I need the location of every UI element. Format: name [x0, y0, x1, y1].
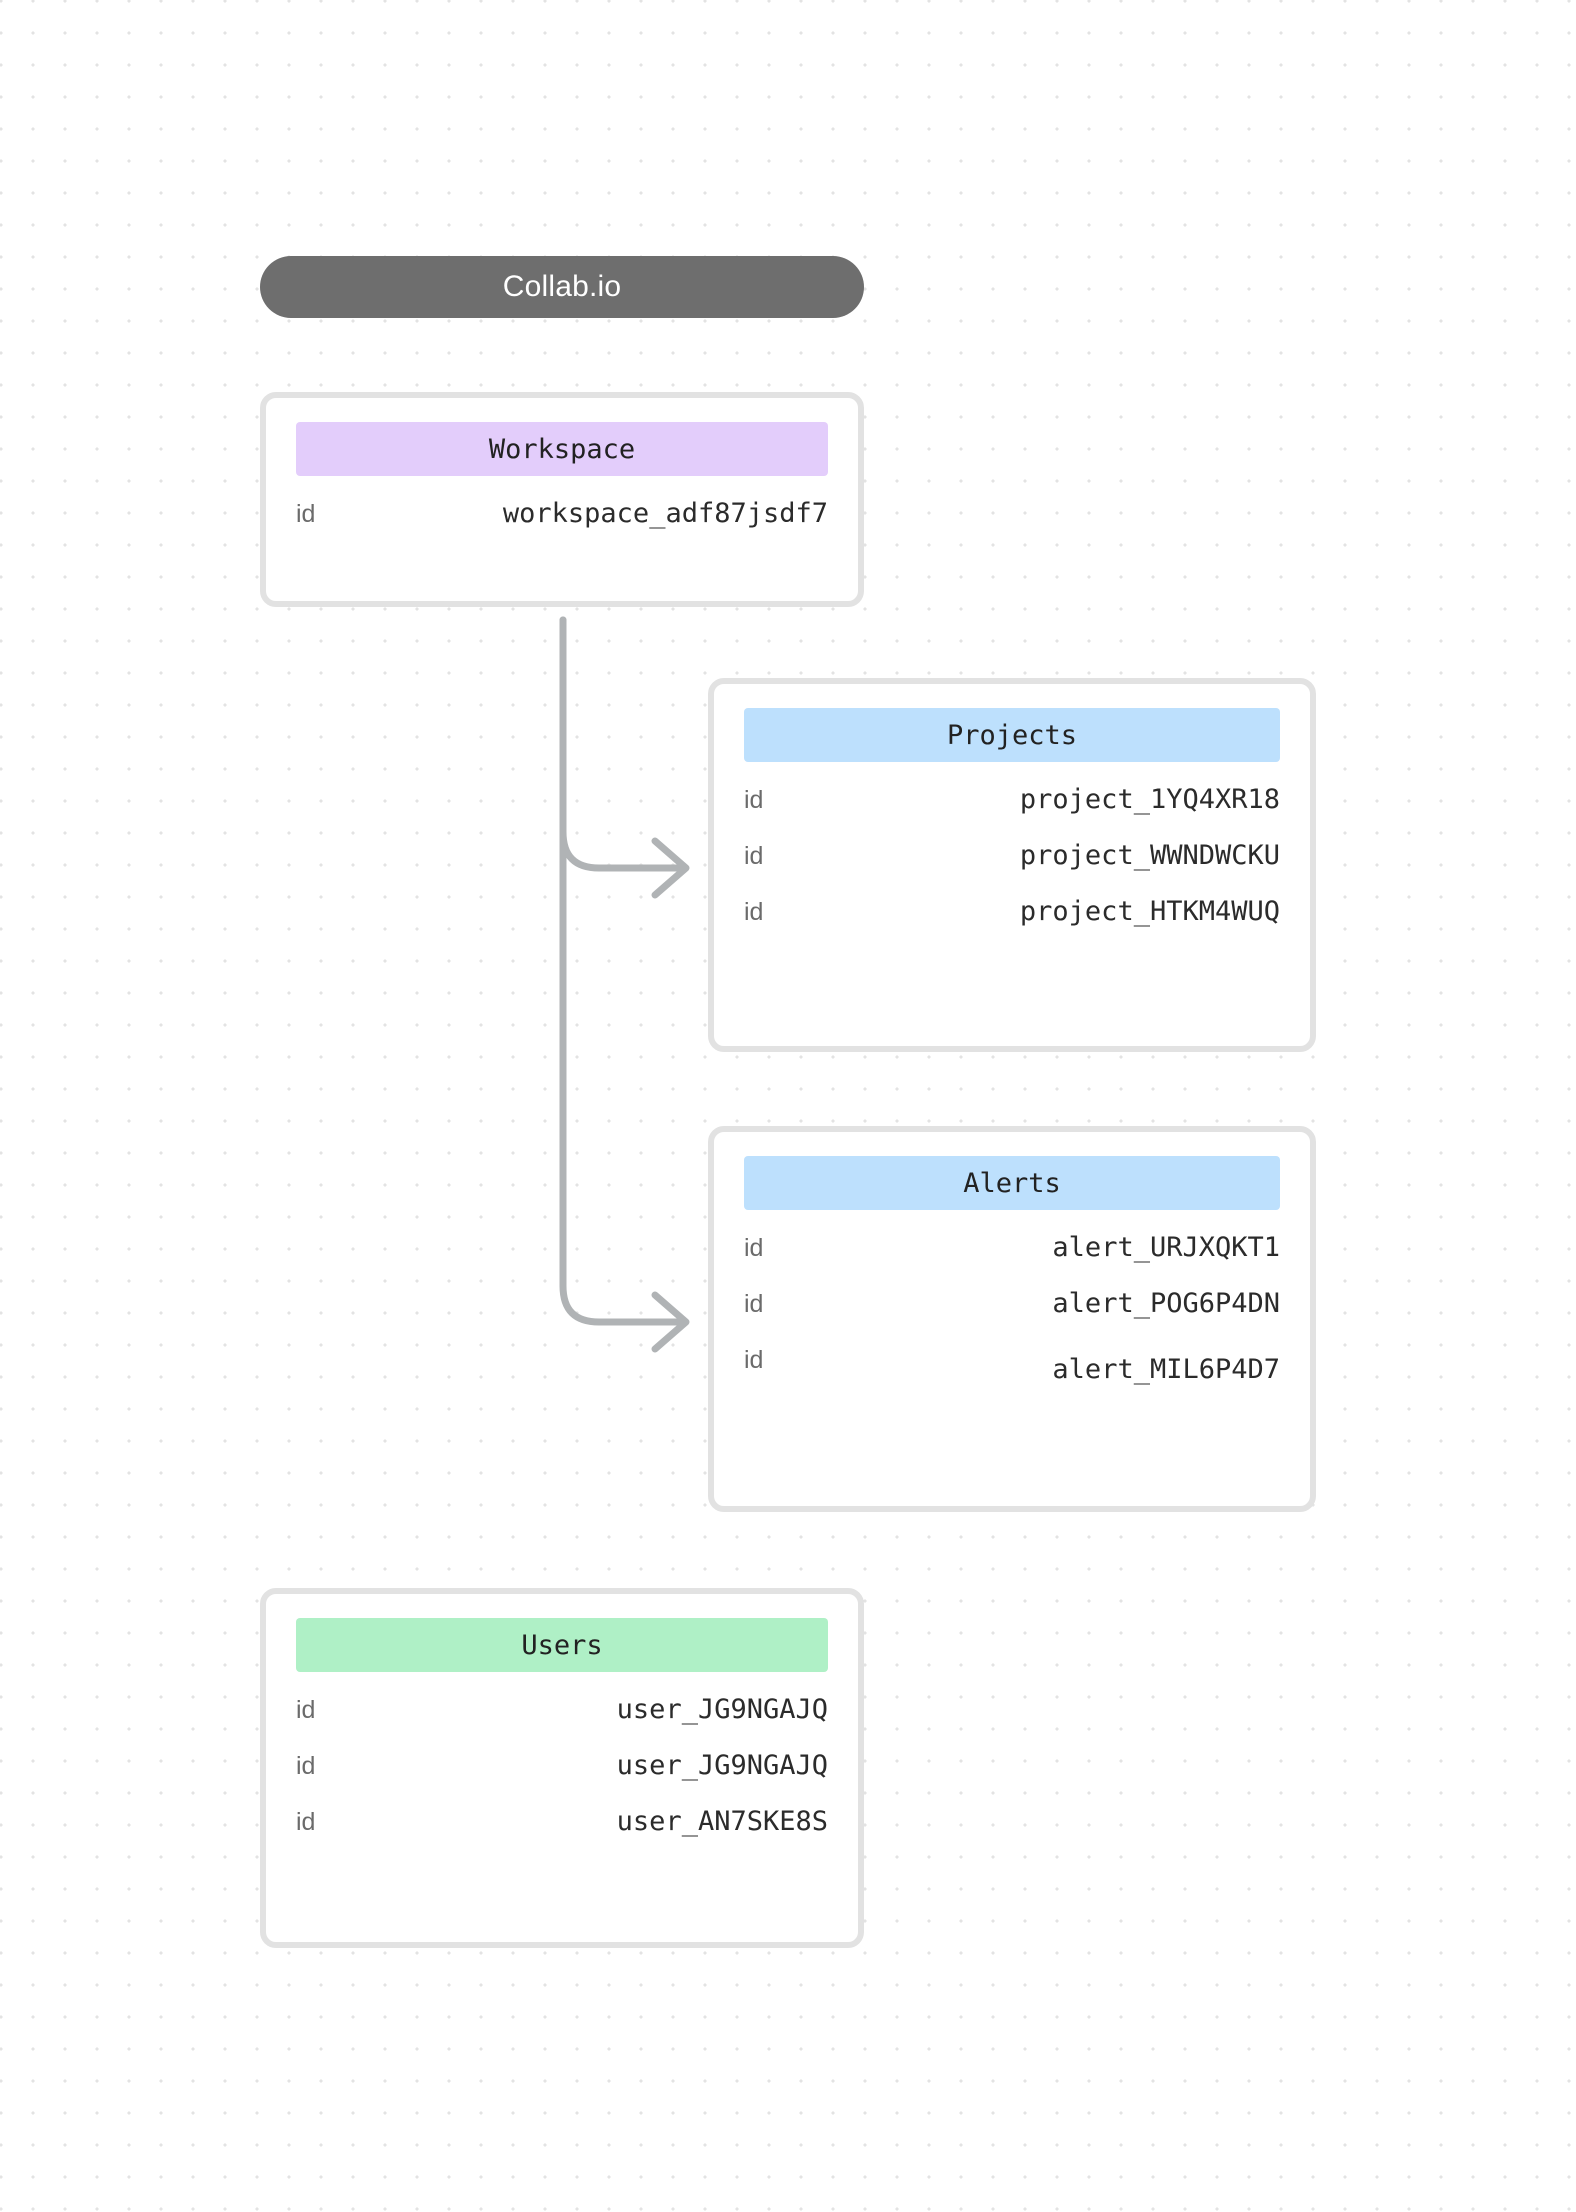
- entity-header-projects: Projects: [744, 708, 1280, 762]
- arrowhead-projects-icon: [651, 837, 690, 899]
- table-row: id project_HTKM4WUQ: [744, 896, 1280, 952]
- table-row: id project_WWNDWCKU: [744, 840, 1280, 896]
- edge-workspace-to-projects: [559, 616, 688, 872]
- table-row: id alert_URJXQKT1: [744, 1232, 1280, 1288]
- row-key: id: [744, 1290, 764, 1318]
- entity-title-workspace: Workspace: [488, 433, 636, 465]
- entity-card-workspace[interactable]: Workspace id workspace_adf87jsdf7: [260, 392, 864, 607]
- row-key: id: [744, 898, 764, 926]
- table-row: id user_JG9NGAJQ: [296, 1694, 828, 1750]
- arrowhead-alerts-icon: [651, 1291, 690, 1353]
- table-row: id user_JG9NGAJQ: [296, 1750, 828, 1806]
- entity-title-alerts: Alerts: [963, 1167, 1061, 1199]
- entity-title-users: Users: [521, 1629, 603, 1661]
- row-key: id: [744, 1234, 764, 1262]
- row-value: project_1YQ4XR18: [1019, 784, 1280, 815]
- row-key: id: [744, 1346, 764, 1374]
- row-value: project_HTKM4WUQ: [1019, 896, 1280, 927]
- row-key: id: [744, 786, 764, 814]
- row-value: alert_MIL6P4D7: [1052, 1354, 1280, 1385]
- entity-title-projects: Projects: [946, 719, 1078, 751]
- row-value: alert_URJXQKT1: [1052, 1232, 1280, 1263]
- row-value: user_AN7SKE8S: [616, 1806, 828, 1837]
- entity-header-workspace: Workspace: [296, 422, 828, 476]
- app-title-pill: Collab.io: [260, 256, 864, 318]
- row-value: alert_POG6P4DN: [1052, 1288, 1280, 1319]
- table-row: id alert_POG6P4DN: [744, 1288, 1280, 1344]
- entity-card-users[interactable]: Users id user_JG9NGAJQ id user_JG9NGAJQ …: [260, 1588, 864, 1948]
- row-key: id: [296, 1808, 316, 1836]
- row-key: id: [296, 1696, 316, 1724]
- table-row: id user_AN7SKE8S: [296, 1806, 828, 1862]
- row-key: id: [296, 1752, 316, 1780]
- entity-card-projects[interactable]: Projects id project_1YQ4XR18 id project_…: [708, 678, 1316, 1052]
- table-row: id project_1YQ4XR18: [744, 784, 1280, 840]
- edge-workspace-to-alerts: [559, 616, 688, 1326]
- table-row: id alert_MIL6P4D7: [744, 1344, 1280, 1400]
- row-value: workspace_adf87jsdf7: [502, 498, 828, 529]
- row-value: user_JG9NGAJQ: [616, 1750, 828, 1781]
- row-key: id: [744, 842, 764, 870]
- row-value: project_WWNDWCKU: [1019, 840, 1280, 871]
- row-value: user_JG9NGAJQ: [616, 1694, 828, 1725]
- app-title-label: Collab.io: [502, 270, 622, 303]
- entity-card-alerts[interactable]: Alerts id alert_URJXQKT1 id alert_POG6P4…: [708, 1126, 1316, 1512]
- entity-header-alerts: Alerts: [744, 1156, 1280, 1210]
- entity-header-users: Users: [296, 1618, 828, 1672]
- table-row: id workspace_adf87jsdf7: [296, 498, 828, 554]
- row-key: id: [296, 500, 316, 528]
